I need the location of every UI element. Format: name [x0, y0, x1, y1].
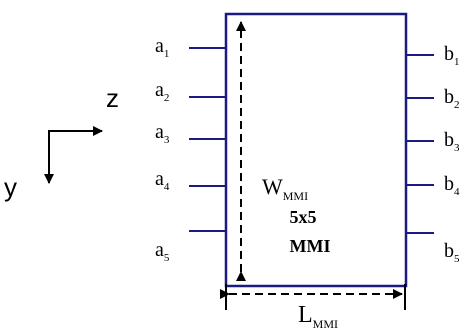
- output-port: b4: [406, 173, 460, 198]
- output-port: b1: [406, 43, 460, 68]
- input-port: a3: [155, 121, 226, 146]
- mmi-region-box: [224, 12, 408, 288]
- output-ports: b1 b2 b3 b4 b5: [406, 43, 460, 265]
- input-port-label: a1: [155, 35, 169, 60]
- z-axis-label: z: [106, 83, 119, 113]
- device-name-line1: 5x5: [290, 207, 317, 227]
- input-port: a4: [155, 168, 226, 193]
- length-label: LMMI: [298, 302, 338, 331]
- output-port-label: b4: [444, 173, 460, 198]
- output-port-label: b5: [444, 240, 460, 265]
- output-port: b3: [406, 129, 460, 154]
- input-port-label: a3: [155, 121, 170, 146]
- width-label-main: W: [262, 174, 283, 199]
- input-port: a2: [155, 79, 226, 104]
- output-port-label: b3: [444, 129, 460, 154]
- output-port: b5: [406, 232, 460, 265]
- length-label-main: L: [298, 302, 313, 328]
- length-label-sub: MMI: [313, 317, 338, 331]
- input-port: a1: [155, 35, 226, 60]
- input-ports: a1 a2 a3 a4 a5: [155, 35, 226, 264]
- output-port: b2: [406, 86, 460, 111]
- output-port-label: b1: [444, 43, 460, 68]
- device-name-line2: MMI: [290, 236, 331, 256]
- width-label: WMMI: [262, 174, 308, 203]
- input-port-label: a4: [155, 168, 170, 193]
- input-port: a5: [155, 230, 226, 264]
- axis-indicator: z y: [4, 83, 119, 202]
- width-label-sub: MMI: [283, 189, 308, 203]
- y-axis-label: y: [4, 172, 17, 202]
- input-port-label: a2: [155, 79, 169, 104]
- input-port-label: a5: [155, 239, 170, 264]
- output-port-label: b2: [444, 86, 460, 111]
